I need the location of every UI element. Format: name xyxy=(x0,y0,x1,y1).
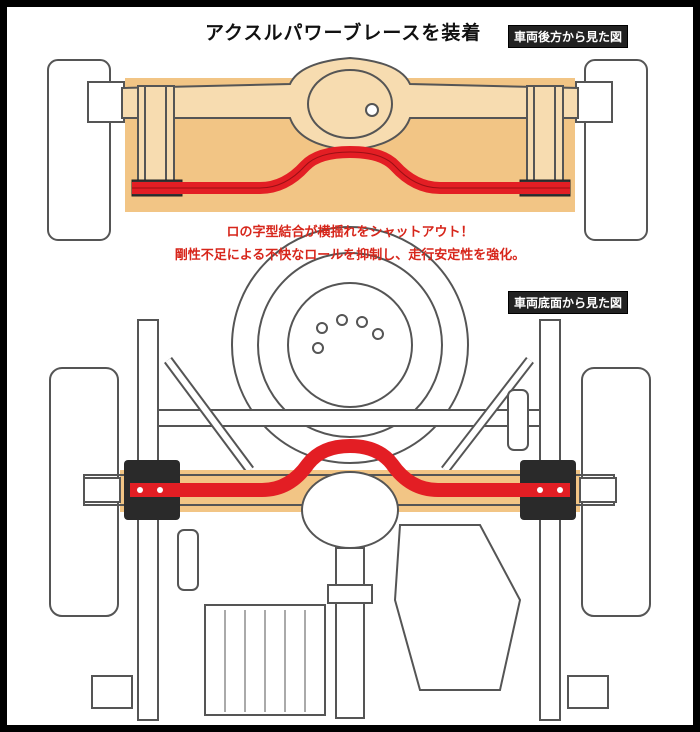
rear-view-label: 車両後方から見た図 xyxy=(508,25,629,48)
differential xyxy=(307,69,393,139)
brace-rear-view-outline xyxy=(132,151,570,189)
rear-view-illustration xyxy=(47,56,648,241)
bottom-view-label: 車両底面から見た図 xyxy=(508,291,629,314)
heat-shield xyxy=(393,524,522,691)
bottom-view-illustration xyxy=(49,226,651,721)
drain-plug xyxy=(365,103,379,117)
driveshaft xyxy=(335,547,365,719)
left-hub xyxy=(87,81,125,123)
brace-bottom-view xyxy=(130,439,570,497)
right-shock xyxy=(507,389,529,451)
right-bracket xyxy=(519,85,571,197)
caption-line-1: ロの字型結合が横揺れをシャットアウト！ xyxy=(226,225,474,240)
bottom-differential xyxy=(301,471,399,549)
left-bracket xyxy=(131,85,183,197)
diagram-title: アクスルパワーブレースを装着 xyxy=(205,22,482,44)
left-shock xyxy=(177,529,199,591)
crossmember xyxy=(157,409,541,427)
caption-line-2: 剛性不足による不快なロールを抑制し、走行安定性を強化。 xyxy=(174,248,526,263)
right-hub xyxy=(575,81,613,123)
